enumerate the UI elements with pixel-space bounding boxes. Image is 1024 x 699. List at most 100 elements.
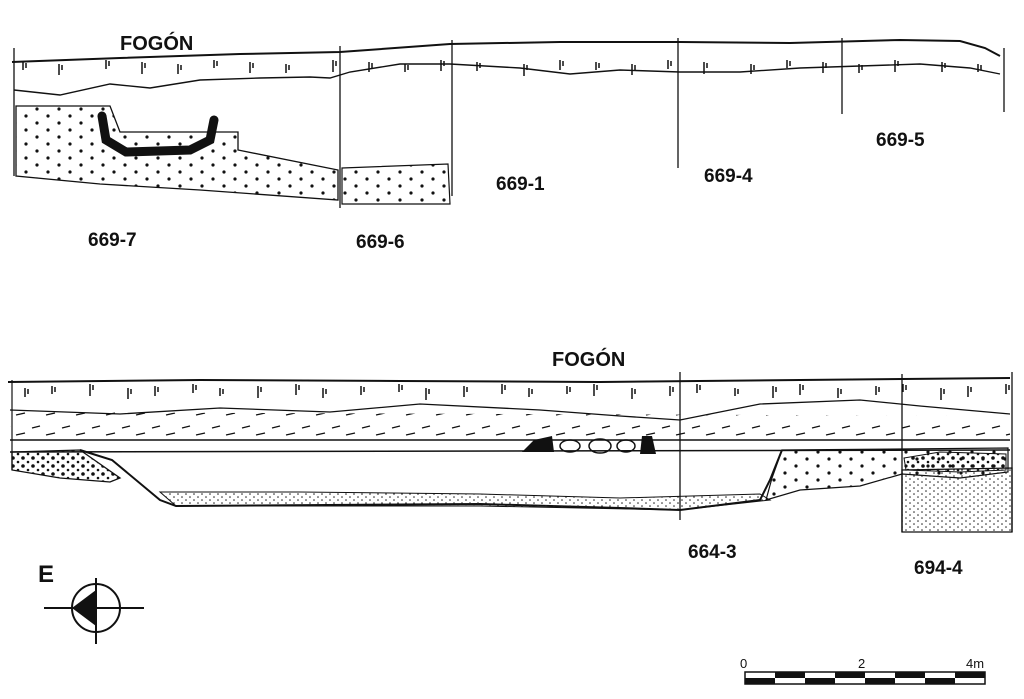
grass-tuft-mark [463,386,468,397]
bottom-title: FOGÓN [552,347,625,371]
top-grass-marks [22,60,982,76]
grass-tuft-mark [360,386,365,395]
grass-tuft-mark [322,388,327,398]
grass-tuft-mark [1005,384,1010,394]
grass-tuft-mark [154,386,159,396]
grass-tuft-mark [669,386,674,396]
stone-4 [616,439,636,453]
grass-tuft-mark [285,64,290,73]
grass-tuft-mark [257,386,262,398]
scale-segment [895,672,925,678]
grass-tuft-mark [667,60,672,69]
grass-tuft-mark [822,62,827,73]
label-669-4: 669-4 [704,166,753,187]
grass-tuft-mark [593,384,598,396]
scale-segment [955,672,985,678]
grass-tuft-mark [425,388,430,400]
grass-tuft-mark [631,388,636,399]
scale-segment [835,672,865,678]
hearth-feature [97,111,219,157]
grass-tuft-mark [523,64,528,76]
grass-tuft-mark [902,384,907,392]
grass-tuft-mark [631,64,636,75]
east-letter: E [38,561,54,588]
block-694-4 [901,467,1013,533]
label-664-3: 664-3 [688,542,737,563]
grass-tuft-mark [566,386,571,394]
grass-tuft-mark [213,60,218,68]
compass-arrow-icon [72,590,96,626]
label-694-4: 694-4 [914,558,963,579]
top-title: FOGÓN [120,31,193,55]
grass-tuft-mark [528,388,533,397]
grass-tuft-mark [837,388,842,398]
scale-segment [745,678,775,684]
grass-tuft-mark [941,62,946,72]
grass-tuft-mark [440,60,445,71]
deposit-669-6 [341,163,451,205]
scale-segment [775,672,805,678]
grass-tuft-mark [858,64,863,73]
grass-tuft-mark [177,64,182,74]
top-topsoil-boundary [13,63,1001,96]
grass-tuft-mark [22,62,27,70]
stone-2 [559,439,581,453]
grass-tuft-mark [105,60,110,69]
grass-tuft-mark [127,388,132,399]
grass-tuft-mark [894,60,899,72]
grass-tuft-mark [398,384,403,392]
grass-tuft-mark [295,384,300,395]
grass-tuft-mark [24,388,29,397]
grass-tuft-mark [875,386,880,395]
label-669-5: 669-5 [876,130,925,151]
grass-tuft-mark [750,64,755,74]
grass-tuft-mark [219,388,224,396]
dashed-layer [10,412,1010,438]
bottom-topsoil-boundary [9,399,1011,421]
grass-tuft-mark [696,384,701,393]
label-669-7: 669-7 [88,230,137,251]
grass-tuft-mark [772,386,777,398]
grass-tuft-mark [404,64,409,72]
grass-tuft-mark [786,60,791,68]
top-profile [11,38,1005,208]
grass-tuft-mark [141,62,146,74]
grass-tuft-mark [559,60,564,70]
grass-tuft-mark [332,60,337,72]
grass-tuft-mark [58,64,63,75]
scale-tick-0: 0 [740,656,747,671]
pit-base-sediment [158,491,772,511]
grass-tuft-mark [501,384,506,394]
scale-segment [805,678,835,684]
grass-tuft-mark [799,384,804,395]
grass-tuft-mark [940,388,945,400]
grass-tuft-mark [89,384,94,396]
grass-tuft-mark [249,62,254,73]
bottom-grass-marks [24,384,1010,400]
grass-tuft-mark [51,386,56,394]
grass-tuft-mark [476,62,481,71]
grass-tuft-mark [967,386,972,397]
orientation-symbol: E [38,561,144,644]
grass-tuft-mark [703,62,708,74]
grass-tuft-mark [595,62,600,70]
scale-bar: 0 2 4m [740,656,986,685]
scale-segment [925,678,955,684]
left-gravel-deposit [11,449,122,483]
grass-tuft-mark [977,64,982,72]
scale-tick-4m: 4m [966,656,984,671]
top-ground-surface [11,38,1001,63]
bottom-ground-surface [7,377,1011,384]
stone-5 [640,436,656,454]
bottom-profile [7,372,1013,533]
grass-tuft-mark [368,62,373,72]
grass-tuft-mark [192,384,197,393]
stone-1 [522,436,554,452]
label-669-6: 669-6 [356,232,405,253]
stone-3 [588,438,612,454]
grass-tuft-mark [734,388,739,396]
label-669-1: 669-1 [496,174,545,195]
scale-tick-2: 2 [858,656,865,671]
